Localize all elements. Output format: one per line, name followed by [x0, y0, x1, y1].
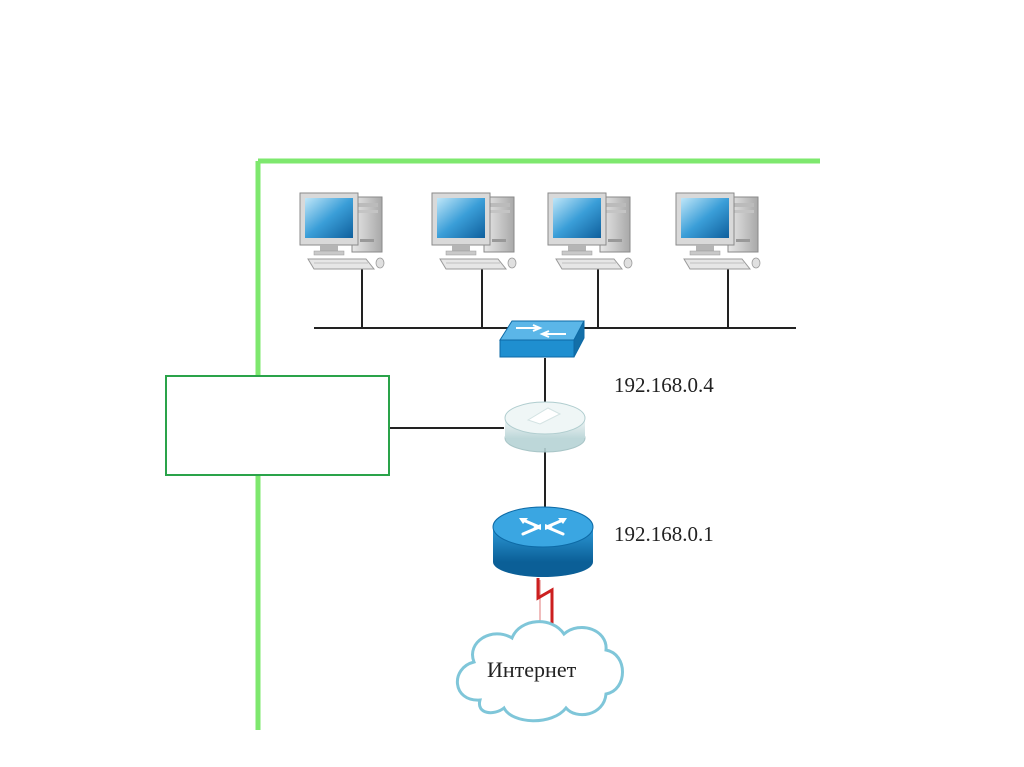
computer-icon	[299, 192, 385, 270]
switch-icon	[499, 320, 585, 358]
computer-icon	[547, 192, 633, 270]
cloud-icon	[456, 620, 624, 723]
proxy-server-icon	[504, 401, 586, 453]
proxy-ip-label: 192.168.0.4	[614, 373, 714, 397]
router-ip-label: 192.168.0.1	[614, 522, 714, 546]
lightning-link-icon	[536, 578, 554, 624]
cloud-label: Интернет	[487, 657, 577, 682]
external-box	[165, 375, 390, 476]
router-icon	[492, 506, 594, 577]
computer-icon	[431, 192, 517, 270]
computer-icon	[675, 192, 761, 270]
